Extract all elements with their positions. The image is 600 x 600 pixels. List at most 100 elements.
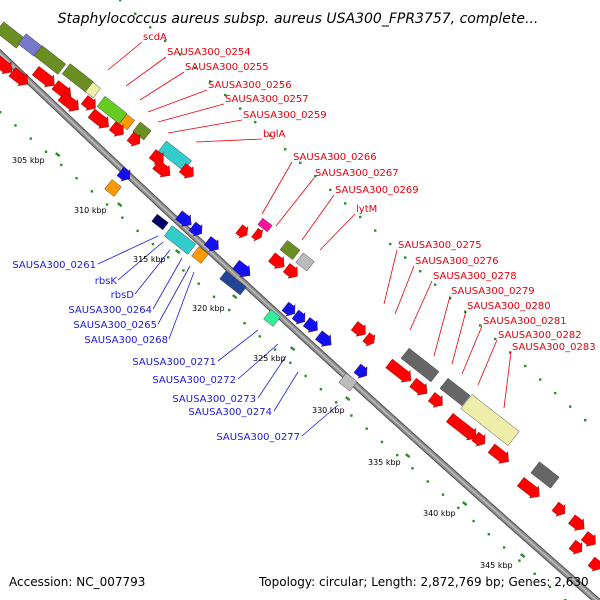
tick-mark (461, 501, 468, 507)
reverse-gene-label[interactable]: SAUSA300_0264 (68, 305, 152, 316)
forward-leader-line (477, 339, 498, 386)
inner-guide-dot (243, 322, 246, 325)
forward-leader-line (167, 119, 243, 134)
cds-forward-arrow (362, 332, 376, 347)
cds-forward-arrow (516, 477, 540, 499)
outer-guide-dot (344, 202, 347, 205)
forward-gene-label[interactable]: SAUSA300_0267 (315, 168, 399, 179)
outer-guide-dot (359, 215, 362, 219)
forward-leader-line (383, 249, 398, 305)
forward-gene-label[interactable]: SAUSA300_0279 (451, 286, 535, 297)
cds-forward-arrow (350, 321, 366, 337)
forward-gene-label[interactable]: SAUSA300_0257 (225, 94, 309, 105)
forward-gene-label[interactable]: SAUSA300_0256 (208, 80, 292, 91)
feature-grey (295, 252, 315, 272)
reverse-gene-label[interactable]: SAUSA300_0268 (84, 335, 168, 346)
cds-forward-arrow (251, 227, 264, 242)
reverse-gene-label[interactable]: SAUSA300_0272 (152, 375, 236, 386)
reverse-gene-label[interactable]: rbsD (111, 290, 135, 301)
cds-forward-arrow (568, 539, 583, 555)
feature-orange (191, 246, 209, 264)
inner-guide-dot (212, 295, 216, 299)
inner-guide-dot (441, 493, 445, 496)
forward-gene-label[interactable]: SAUSA300_0281 (483, 316, 567, 327)
cds-reverse-arrow (175, 210, 192, 227)
cds-reverse-arrow (188, 221, 203, 237)
cds-forward-arrow (446, 412, 477, 441)
forward-gene-label[interactable]: SAUSA300_0259 (243, 110, 327, 121)
cds-reverse-arrow (116, 166, 131, 182)
forward-gene-label[interactable]: lytM (356, 204, 377, 215)
cds-forward-arrow (568, 514, 585, 531)
reverse-gene-label[interactable]: SAUSA300_0273 (172, 394, 256, 405)
outer-guide-dot (179, 53, 182, 56)
forward-gene-label[interactable]: SAUSA300_0254 (167, 47, 251, 58)
cds-reverse-arrow (291, 309, 306, 325)
forward-gene-label[interactable]: SAUSA300_0266 (293, 152, 377, 163)
inner-guide-dot (121, 216, 124, 219)
outer-guide-dot (209, 80, 212, 83)
reverse-leader-line (273, 371, 299, 412)
tick-mark (290, 346, 296, 352)
cds-reverse-arrow (353, 363, 368, 379)
tick-mark (117, 202, 123, 208)
inner-guide-dot (350, 414, 353, 417)
accession-text: Accession: NC_007793 (9, 575, 145, 589)
inner-guide-dot (411, 467, 414, 470)
cds-forward-arrow (87, 108, 109, 129)
forward-gene-label[interactable]: SAUSA300_0276 (415, 256, 499, 267)
inner-guide-dot (487, 533, 491, 536)
tick-label: 310 kbp (74, 206, 107, 215)
forward-gene-label[interactable]: bglA (263, 129, 285, 140)
forward-gene-label[interactable]: SAUSA300_0255 (185, 62, 269, 73)
cds-forward-arrow (57, 91, 79, 112)
cds-forward-arrow (126, 131, 141, 147)
forward-gene-label[interactable]: SAUSA300_0278 (433, 271, 517, 282)
tick-label: 330 kbp (312, 406, 345, 415)
reverse-gene-label[interactable]: SAUSA300_0274 (188, 407, 272, 418)
forward-leader-line (107, 41, 143, 71)
forward-leader-line (394, 265, 415, 315)
forward-leader-line (451, 310, 467, 365)
reverse-gene-label[interactable]: SAUSA300_0261 (12, 260, 96, 271)
cds-reverse-arrow (302, 317, 318, 333)
outer-guide-dot (149, 26, 152, 29)
inner-guide-dot (334, 401, 338, 404)
forward-leader-line (461, 325, 483, 375)
cds-forward-arrow (580, 531, 596, 547)
reverse-gene-label[interactable]: SAUSA300_0277 (216, 432, 300, 443)
reverse-leader-line (168, 271, 195, 340)
reverse-gene-label[interactable]: SAUSA300_0271 (132, 357, 216, 368)
tick-label: 320 kbp (192, 304, 225, 313)
outer-guide-dot (524, 364, 527, 368)
outer-guide-dot (269, 134, 272, 137)
forward-gene-label[interactable]: SAUSA300_0282 (498, 330, 582, 341)
reverse-leader-line (217, 329, 259, 362)
outer-guide-dot (554, 391, 557, 395)
cds-reverse-arrow (315, 330, 332, 347)
feature-navy (151, 213, 169, 231)
backbone-highlight (0, 52, 598, 600)
inner-guide-dot (14, 124, 17, 127)
feature-cyan (163, 225, 197, 255)
inner-guide-dot (304, 374, 307, 378)
reverse-leader-line (97, 235, 159, 265)
outer-guide-dot (164, 39, 167, 43)
outer-guide-dot (329, 188, 332, 192)
outer-guide-dot (254, 120, 257, 124)
forward-gene-label[interactable]: scdA (143, 32, 167, 43)
reverse-gene-label[interactable]: rbsK (95, 276, 118, 287)
forward-gene-label[interactable]: SAUSA300_0275 (398, 240, 482, 251)
tick-label: 305 kbp (12, 156, 45, 165)
cds-forward-arrow (385, 358, 412, 383)
forward-gene-label[interactable]: SAUSA300_0269 (335, 185, 419, 196)
reverse-leader-line (152, 257, 183, 310)
outer-guide-dot (449, 297, 452, 300)
feature-olive (279, 240, 301, 260)
forward-gene-label[interactable]: SAUSA300_0280 (467, 301, 551, 312)
inner-guide-dot (273, 348, 277, 351)
tick-mark (54, 152, 61, 158)
reverse-gene-label[interactable]: SAUSA300_0265 (73, 320, 157, 331)
forward-gene-label[interactable]: SAUSA300_0283 (512, 342, 596, 353)
